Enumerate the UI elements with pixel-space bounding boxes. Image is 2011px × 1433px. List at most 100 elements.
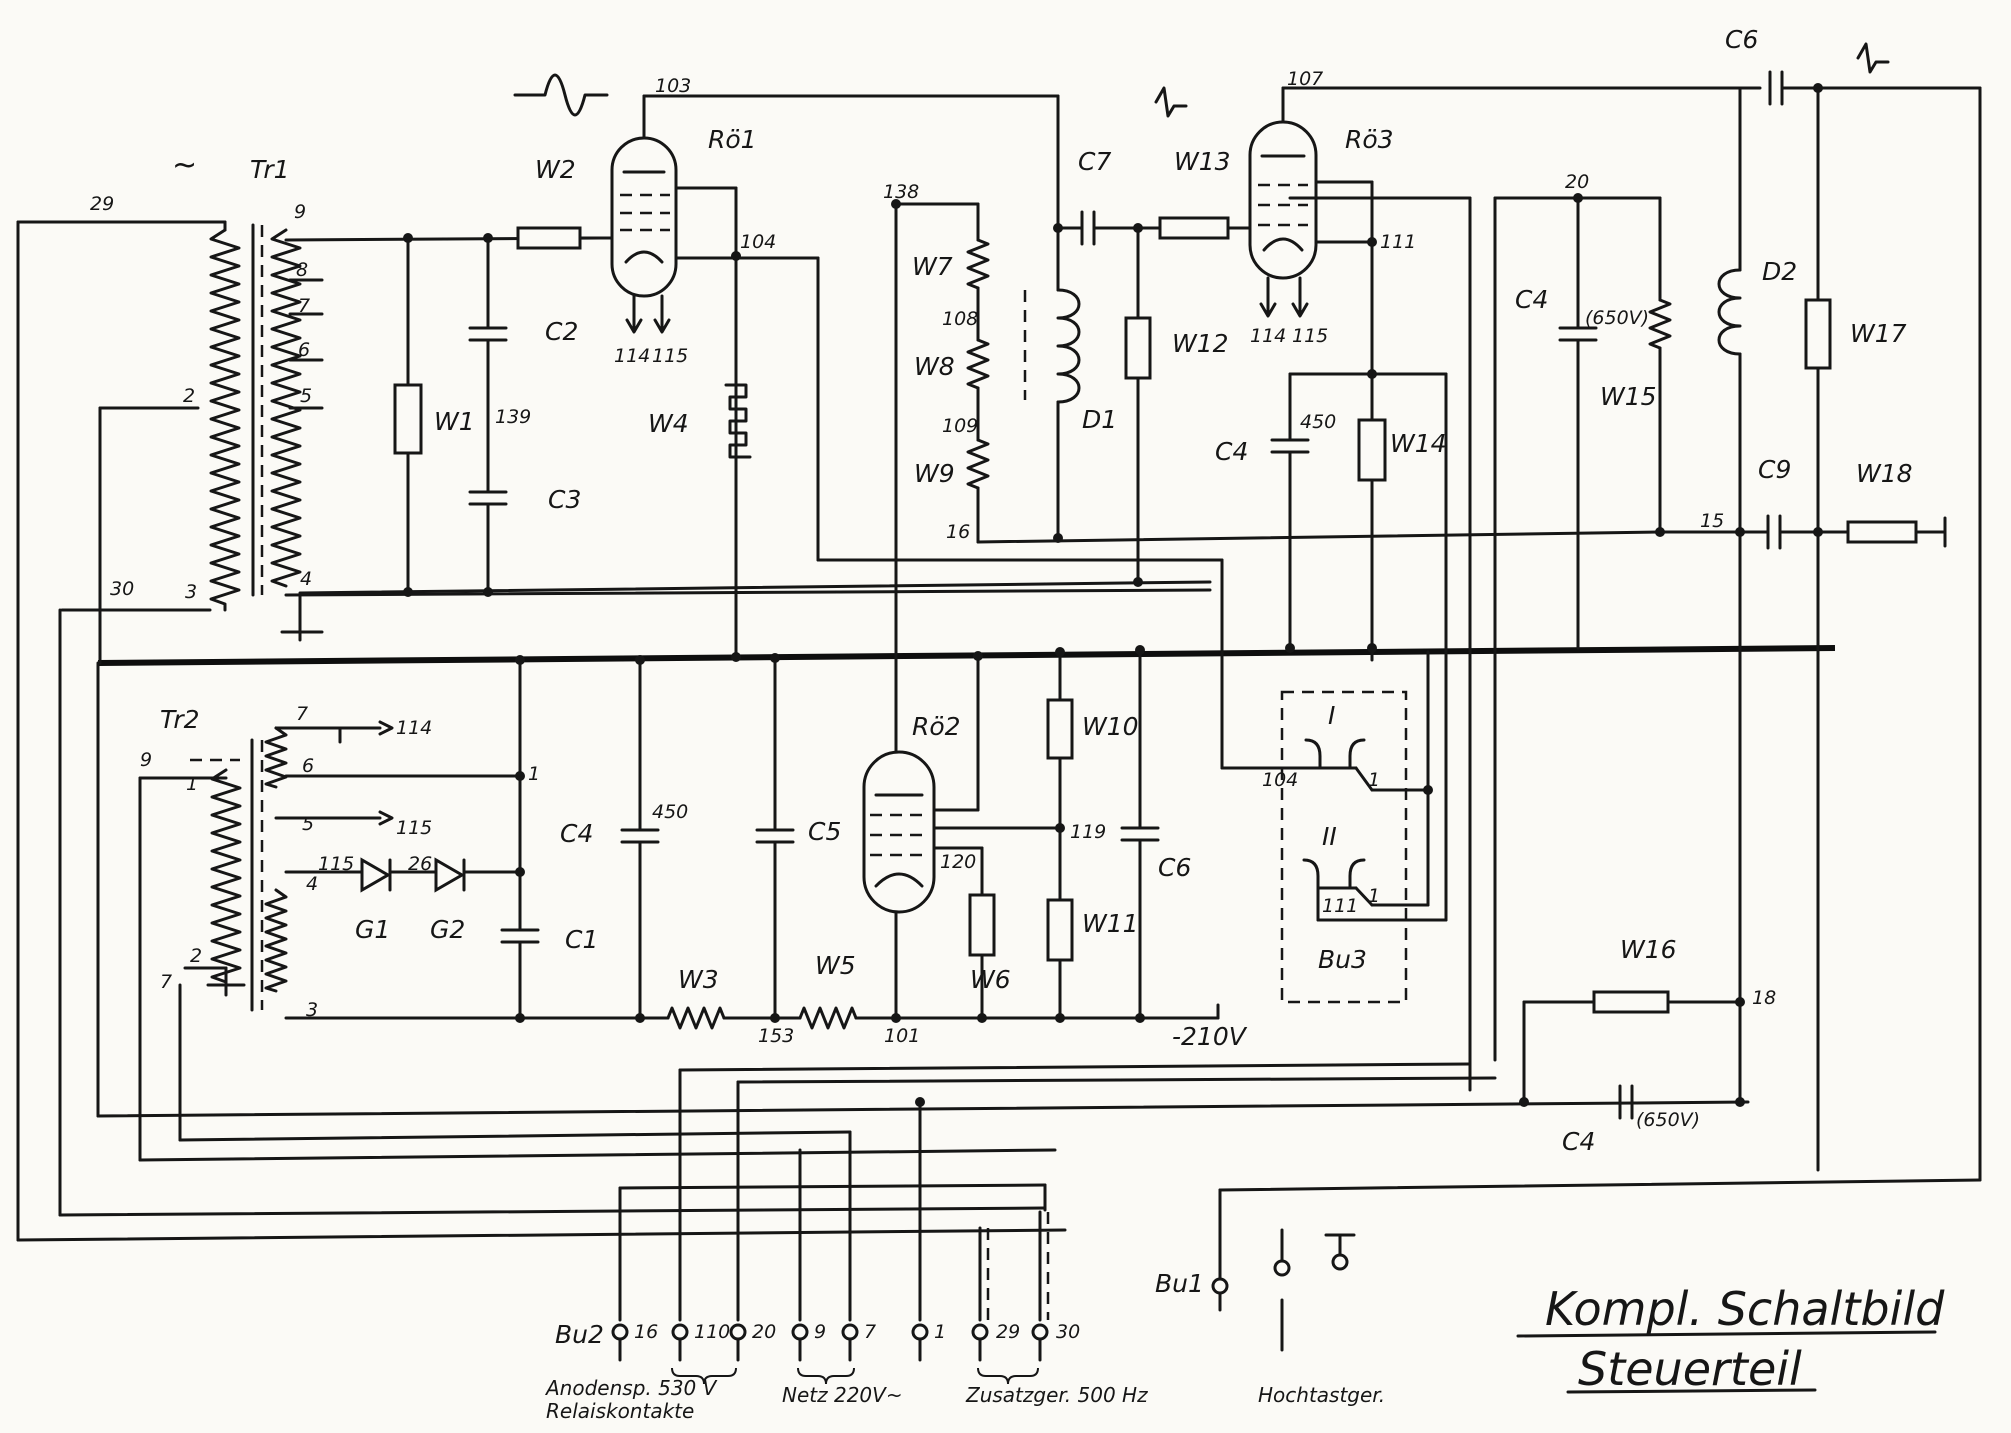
- brace-zusatz: [977, 1367, 1039, 1385]
- node-115-diode: 115: [318, 853, 354, 875]
- tube-ro3: [1248, 70, 1982, 1092]
- terminal-16: [611, 1323, 629, 1341]
- caption-relais: Relaiskontakte: [546, 1399, 694, 1423]
- terminal-bu1-a: [1211, 1277, 1229, 1295]
- rectifier-group: [360, 655, 540, 1023]
- g1-label: G1: [355, 915, 390, 944]
- c4-bottom-value: (650V): [1636, 1109, 1700, 1131]
- w12-label: W12: [1172, 329, 1229, 358]
- terminal-7: [841, 1323, 859, 1341]
- title-line2: Steuerteil: [1578, 1342, 1802, 1396]
- bu2-label: Bu2: [555, 1320, 604, 1349]
- c6-top-label: C6: [1725, 25, 1758, 54]
- node-114-tr2: 114: [396, 717, 432, 739]
- w10-label: W10: [1082, 712, 1139, 741]
- c5-label: C5: [808, 817, 841, 846]
- diode-g1: [360, 857, 392, 893]
- node-7-tr2: 7: [160, 971, 172, 993]
- node-6-tr1: 6: [298, 339, 310, 361]
- c4-bottom-label: C4: [1562, 1127, 1595, 1156]
- node-30-left: 30: [110, 578, 134, 600]
- w5-label: W5: [815, 951, 856, 980]
- minus210-label: -210V: [1172, 1022, 1248, 1051]
- connector-wiring: [58, 608, 1497, 1352]
- terminal-16-label: 16: [634, 1321, 658, 1343]
- w15-label: W15: [1600, 382, 1657, 411]
- title-underline-2: [1566, 1388, 1817, 1394]
- terminal-30-label: 30: [1056, 1321, 1080, 1343]
- node-26: 26: [408, 853, 432, 875]
- pulse-waveform-icon: [1154, 86, 1188, 118]
- transformer-tr1: [16, 220, 1212, 1242]
- node-4-tr2: 4: [306, 873, 318, 895]
- terminal-row: [611, 1253, 1349, 1362]
- terminal-110-label: 110: [694, 1321, 730, 1343]
- ro1-label: Rö1: [708, 125, 757, 154]
- resistor-w10: [1046, 698, 1074, 760]
- node-9-tr2: 9: [140, 749, 152, 771]
- brace-anodensp: [671, 1367, 737, 1385]
- c4-right-value: (650V): [1585, 307, 1649, 329]
- bu3-label: Bu3: [1318, 945, 1367, 974]
- node-1-relay-ii: 1: [1368, 885, 1380, 907]
- node-1-relay-i: 1: [1368, 769, 1380, 791]
- caption-anodensp: Anodensp. 530 V: [544, 1376, 718, 1400]
- node-115-tr2: 115: [396, 817, 432, 839]
- node-103: 103: [655, 75, 691, 97]
- resistor-w14: [1357, 418, 1387, 482]
- bu3-relay-box: [1220, 558, 1448, 1004]
- terminal-1-label: 1: [934, 1321, 946, 1343]
- w14-label: W14: [1390, 429, 1447, 458]
- node-6-tr2: 6: [302, 755, 314, 777]
- d1-c7-w12-w13: [1023, 210, 1264, 587]
- node-108: 108: [942, 308, 978, 330]
- bu1-label: Bu1: [1155, 1269, 1204, 1298]
- w17-label: W17: [1850, 319, 1907, 348]
- node-2-tr2: 2: [190, 945, 202, 967]
- resistor-w11: [1046, 898, 1074, 962]
- terminal-9-label: 9: [814, 1321, 826, 1343]
- node-115-ro1: 115: [652, 345, 688, 367]
- bus-lines: [60, 580, 1836, 1118]
- lower-chain: [518, 653, 1220, 1030]
- node-114-ro3: 114: [1250, 325, 1286, 347]
- w1-label: W1: [434, 407, 475, 436]
- d2-label: D2: [1762, 257, 1797, 286]
- node-139: 139: [495, 406, 531, 428]
- node-119: 119: [1070, 821, 1106, 843]
- w16-label: W16: [1620, 935, 1677, 964]
- c9-label: C9: [1758, 455, 1791, 484]
- terminal-7-label: 7: [864, 1321, 876, 1343]
- title-underline: [1516, 1330, 1937, 1338]
- right-section: [1218, 83, 1982, 1282]
- w7-w8-w9-chain: [891, 199, 1662, 662]
- w7-label: W7: [912, 252, 953, 281]
- w18-label: W18: [1856, 459, 1913, 488]
- relay-i-label: I: [1328, 701, 1335, 730]
- tube-ro1: [578, 94, 1224, 662]
- c4-mid-value: 450: [1300, 411, 1336, 433]
- w6-label: W6: [970, 965, 1011, 994]
- node-107: 107: [1287, 68, 1323, 90]
- resistor-w16: [1592, 990, 1670, 1014]
- node-9-tr1: 9: [294, 201, 306, 223]
- terminal-20: [729, 1323, 747, 1341]
- node-18: 18: [1752, 987, 1776, 1009]
- w10-w11-c6: [1046, 645, 1160, 1023]
- caption-netz: Netz 220V~: [782, 1383, 903, 1407]
- node-111-bu3: 111: [1322, 895, 1358, 917]
- node-120: 120: [940, 851, 976, 873]
- node-1-tr2: 1: [186, 773, 198, 795]
- resistor-w6: [968, 893, 996, 957]
- caption-hochtast: Hochtastger.: [1258, 1383, 1385, 1407]
- caption-zusatz: Zusatzger. 500 Hz: [965, 1383, 1148, 1407]
- node-16-w9: 16: [946, 521, 970, 543]
- resistor-w18: [1846, 520, 1918, 544]
- g2-label: G2: [430, 915, 465, 944]
- w3-label: W3: [678, 965, 719, 994]
- terminal-29-label: 29: [996, 1321, 1020, 1343]
- c4-right-label: C4: [1515, 285, 1548, 314]
- node-5-tr1: 5: [300, 385, 312, 407]
- node-7-tr2-sec: 7: [296, 703, 308, 725]
- node-114-ro1: 114: [614, 345, 650, 367]
